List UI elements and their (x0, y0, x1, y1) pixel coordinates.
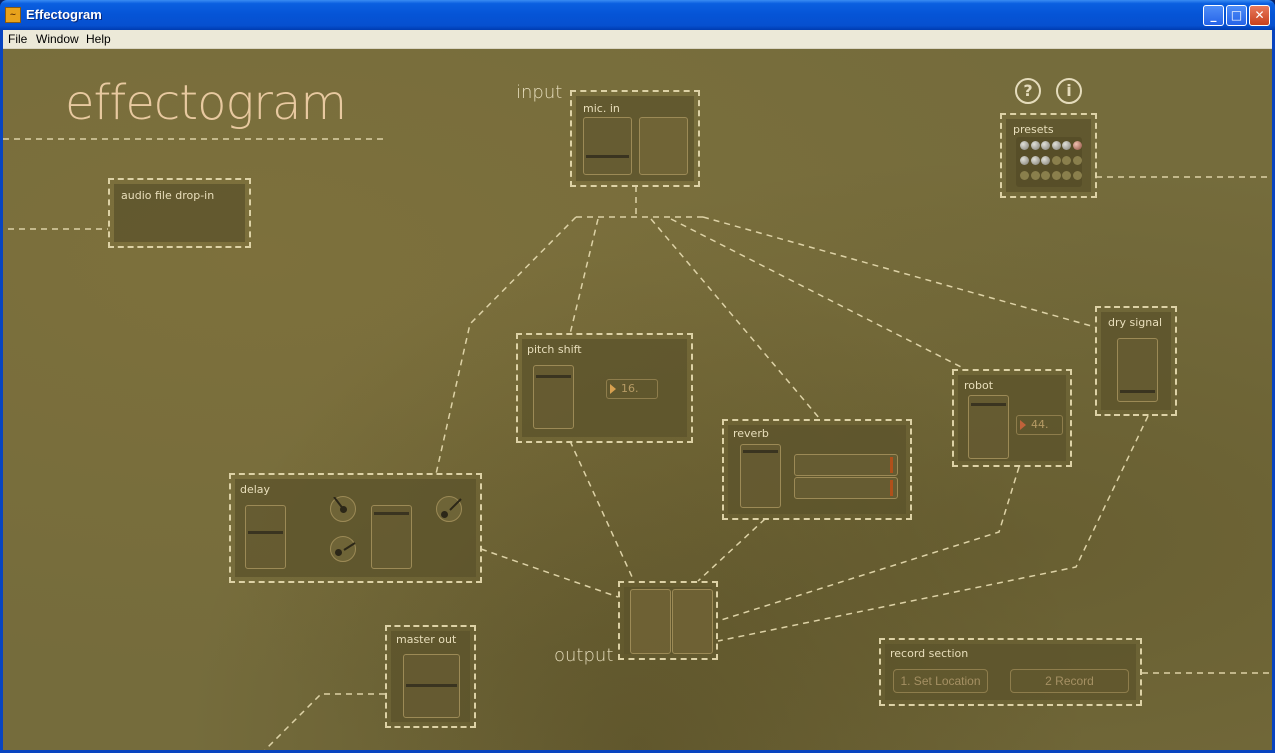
cable-dry-out (717, 415, 1149, 642)
maximize-button[interactable]: □ (1226, 5, 1247, 26)
preset-slot[interactable] (1051, 141, 1061, 150)
delay-level-slider[interactable] (245, 505, 286, 569)
cable-robot-out (717, 466, 1020, 622)
module-title: audio file drop-in (121, 189, 215, 202)
module-title: master out (396, 633, 457, 646)
preset-slot[interactable] (1030, 156, 1040, 165)
preset-slot[interactable] (1020, 171, 1029, 180)
module-robot: robot 44. (952, 369, 1072, 467)
output-meter-right (672, 589, 713, 654)
module-title: record section (890, 647, 969, 660)
preset-slot[interactable] (1062, 156, 1071, 165)
menu-file[interactable]: File (8, 32, 28, 46)
menu-window[interactable]: Window (36, 32, 79, 46)
window-title: Effectogram (26, 7, 102, 22)
cable-to-pitch (569, 218, 599, 335)
preset-slot[interactable] (1041, 156, 1050, 165)
effect-canvas: effectogram input output ? i mic. in aud… (3, 49, 1272, 750)
module-output (618, 581, 718, 660)
cable-master (264, 693, 385, 750)
module-title: reverb (733, 427, 769, 440)
cable-to-robot (670, 218, 966, 370)
module-title: presets (1013, 123, 1054, 136)
reverb-damping-slider[interactable] (794, 477, 898, 499)
cable-to-delay (435, 216, 577, 475)
pitch-amount-field[interactable]: 16. (606, 379, 658, 399)
set-location-button[interactable]: 1. Set Location (893, 669, 988, 693)
preset-slot[interactable] (1072, 141, 1082, 150)
preset-slot[interactable] (1020, 156, 1029, 165)
preset-slot[interactable] (1062, 141, 1071, 150)
pitch-level-slider[interactable] (533, 365, 574, 429)
menu-help[interactable]: Help (86, 32, 111, 46)
help-icon[interactable]: ? (1015, 78, 1041, 104)
delay-feedback-knob[interactable] (330, 536, 356, 562)
module-title: delay (240, 483, 271, 496)
cable-to-dry (702, 216, 1096, 328)
app-icon: ~ (5, 7, 21, 23)
cable-reverb-out (697, 518, 766, 582)
module-mic-in: mic. in (570, 90, 700, 187)
window-frame-right (1272, 30, 1275, 753)
preset-slot[interactable] (1072, 156, 1082, 165)
triangle-right-icon (610, 384, 616, 394)
master-level-slider[interactable] (403, 654, 460, 718)
record-button[interactable]: 2 Record (1010, 669, 1129, 693)
module-pitch-shift: pitch shift 16. (516, 333, 693, 443)
cable-delay-out (480, 548, 619, 598)
preset-slot[interactable] (1020, 141, 1029, 150)
module-master-out: master out (385, 625, 476, 728)
module-record-section: record section 1. Set Location 2 Record (879, 638, 1142, 706)
preset-slot[interactable] (1030, 171, 1040, 180)
close-button[interactable]: ✕ (1249, 5, 1270, 26)
module-title: robot (964, 379, 994, 392)
input-label: input (516, 82, 563, 103)
module-dry-signal: dry signal (1095, 306, 1177, 416)
robot-amount-field[interactable]: 44. (1016, 415, 1063, 435)
title-bar[interactable] (0, 0, 1275, 30)
delay-mix-slider[interactable] (371, 505, 412, 569)
triangle-right-icon (1020, 420, 1026, 430)
preset-slot[interactable] (1062, 171, 1071, 180)
preset-slot[interactable] (1041, 171, 1050, 180)
menu-bar: File Window Help (3, 30, 1272, 49)
module-reverb: reverb (722, 419, 912, 520)
module-title: pitch shift (527, 343, 582, 356)
preset-grid[interactable] (1016, 137, 1082, 187)
window-frame-bottom (0, 750, 1275, 753)
delay-rate-knob[interactable] (436, 496, 462, 522)
module-delay: delay (229, 473, 482, 583)
window-frame-left (0, 30, 3, 753)
module-presets: presets (1000, 113, 1097, 198)
preset-slot[interactable] (1051, 156, 1061, 165)
reverb-room-slider[interactable] (794, 454, 898, 476)
robot-level-slider[interactable] (968, 395, 1009, 459)
info-icon[interactable]: i (1056, 78, 1082, 104)
cable-pitch-out (569, 440, 634, 580)
app-logo: effectogram (65, 75, 347, 131)
output-meter-left (630, 589, 671, 654)
preset-slot[interactable] (1041, 141, 1050, 150)
output-label: output (554, 645, 614, 666)
minimize-button[interactable]: _ (1203, 5, 1224, 26)
module-audio-drop[interactable]: audio file drop-in (108, 178, 251, 248)
mic-meter (639, 117, 688, 175)
preset-slot[interactable] (1030, 141, 1040, 150)
module-title: mic. in (583, 102, 620, 115)
preset-slot[interactable] (1051, 171, 1061, 180)
delay-time-knob[interactable] (330, 496, 356, 522)
mic-level-slider[interactable] (583, 117, 632, 175)
preset-slot[interactable] (1072, 171, 1082, 180)
dry-level-slider[interactable] (1117, 338, 1158, 402)
reverb-level-slider[interactable] (740, 444, 781, 508)
module-title: dry signal (1108, 316, 1163, 329)
patch-cables (3, 138, 1272, 750)
